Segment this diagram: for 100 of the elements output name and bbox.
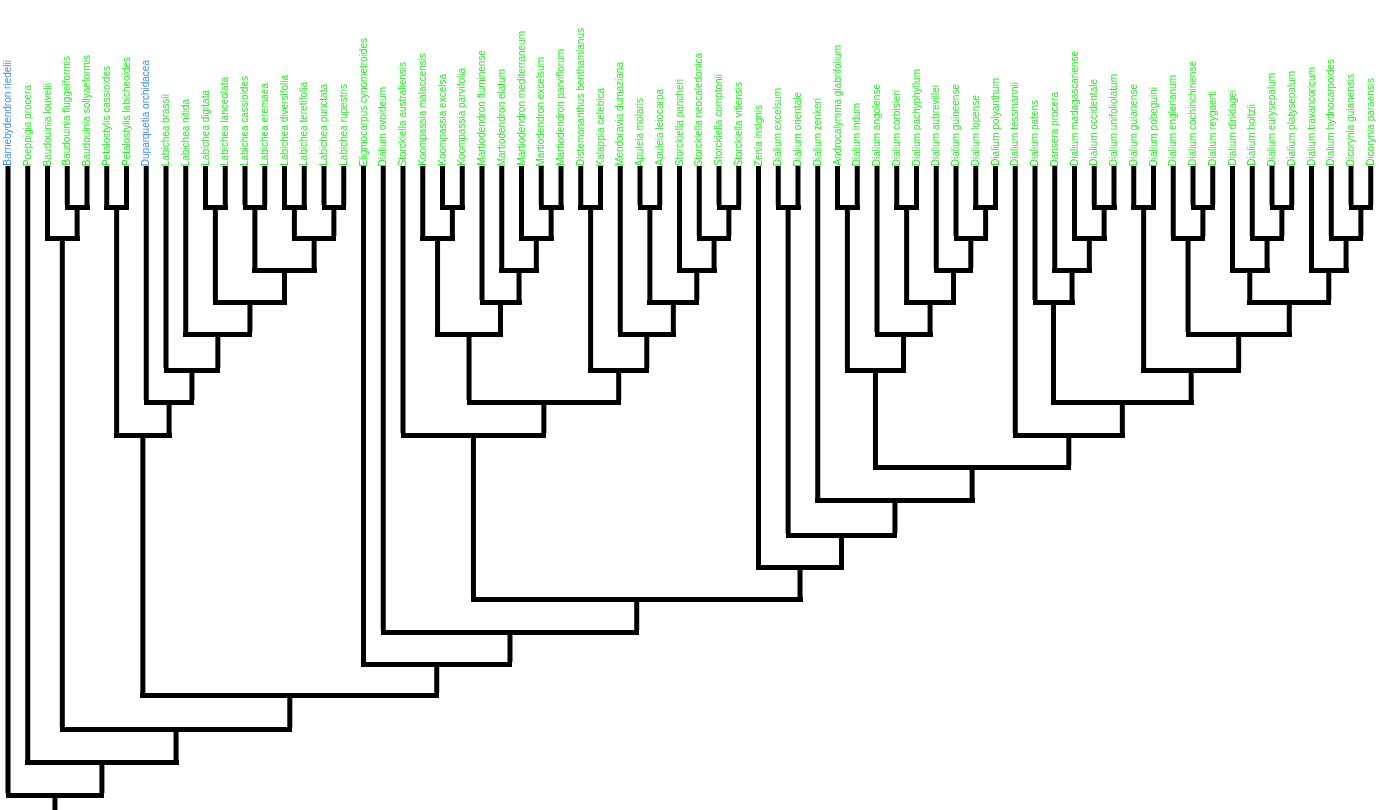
branch-line [104,166,110,205]
taxon-label: Petalostylis cassioides [100,65,113,166]
taxon-label: Baudouinia sollyaeformis [81,54,93,166]
branch-line [756,166,761,565]
branch-line [1200,210,1206,236]
taxon-label: Poeppigia procera [21,84,34,166]
branch-line [1210,166,1216,205]
branch-line [1264,241,1270,268]
branch-line [143,166,149,400]
branch-bar [1230,268,1270,273]
taxon-label: Dialium madagascariense [1068,50,1081,166]
branch-line [262,166,268,205]
branch-line [173,732,179,760]
branch-line [578,166,584,205]
branch-bar [499,268,539,273]
branch-line [894,166,900,205]
taxon-label: Dialium lopense [969,94,982,166]
branch-bar [1185,332,1292,337]
taxon-label: Dialium guianense [1127,83,1140,166]
branch-line [1247,273,1253,300]
branch-bar [973,205,998,210]
branch-bar [1170,236,1206,241]
branch-bar [212,300,287,305]
branch-bar [647,300,700,305]
taxon-label: Dialium platysepalum [1285,70,1298,166]
branch-line [84,166,90,205]
branch-line [854,166,860,205]
branch-line [1326,273,1332,300]
branch-line [1151,166,1156,205]
taxon-label: Labichea rupestris [337,84,350,166]
branch-line [1185,241,1191,332]
branch-line [538,166,544,205]
taxon-label: Zenia insignis [752,104,765,166]
branch-bar [45,236,80,241]
taxon-label: Barnebydendron riedelii [2,60,14,166]
branch-line [953,166,959,236]
branch-line [726,210,732,236]
branch-line [993,166,998,205]
taxon-label: Dialium holtzii [1246,104,1259,166]
taxon-label: Martiodendron excelsum [535,56,548,166]
taxon-label: Dialium patens [1029,99,1041,166]
taxon-label: Dialium unifoliolatum [1108,73,1120,166]
branch-bar [756,565,844,570]
branch-bar [143,400,195,405]
branch-bar [716,205,742,210]
taxon-label: Labichea teretifolia [298,82,311,166]
branch-line [716,166,722,205]
branch-line [1032,166,1038,300]
branch-line [1072,166,1077,236]
branch-line [1358,210,1364,236]
branch-bar [380,630,640,635]
branch-line [634,602,640,630]
branch-bar [203,205,228,210]
branch-line [670,305,676,332]
branch-bar [1309,268,1349,273]
taxon-label: Labichea lanceolata [219,77,232,166]
branch-line [1269,166,1275,205]
branch-line [287,698,293,727]
branch-line [839,538,845,565]
taxon-label: Mendoravia dumaziana [614,62,627,166]
branch-line [1309,166,1314,268]
branch-line [166,405,172,433]
branch-line [59,241,65,727]
branch-line [1348,166,1354,205]
branch-line [1230,166,1235,268]
branch-line [795,166,801,205]
branch-bar [872,465,1072,470]
branch-line [775,166,781,205]
branch-line [644,337,650,368]
branch-line [617,166,623,332]
branch-bar [1249,236,1285,241]
branch-line [380,166,386,630]
branch-line [951,273,957,300]
branch-bar [104,205,129,210]
branch-line [435,241,441,332]
branch-bar [242,205,268,210]
branch-line [1343,241,1349,268]
branch-line [1012,166,1018,433]
branch-bar [440,205,465,210]
branch-line [321,166,327,205]
taxon-label: Dialium ovoideum [377,86,390,166]
branch-bar [775,205,801,210]
branch-line [1131,166,1137,205]
taxon-label: Baudouinia fluggeiformis [61,56,74,166]
branch-line [470,438,476,597]
branch-bar [466,400,622,405]
taxon-label: Dialium pachyphyllum [910,68,923,166]
branch-line [74,210,80,236]
taxon-label: Koompassia excelsa [436,74,449,166]
branch-line [694,273,700,300]
taxon-label: Storckiella neocaledonica [693,52,706,166]
branch-bar [538,205,564,210]
branch-line [1111,166,1117,205]
taxon-label: Dialium guineense [950,83,962,166]
branch-line [797,570,803,597]
branch-line [212,210,218,300]
taxon-label: Dialium occidentale [1088,79,1101,166]
branch-line [835,166,840,205]
branch-bar [933,268,974,273]
branch-bar [578,205,603,210]
